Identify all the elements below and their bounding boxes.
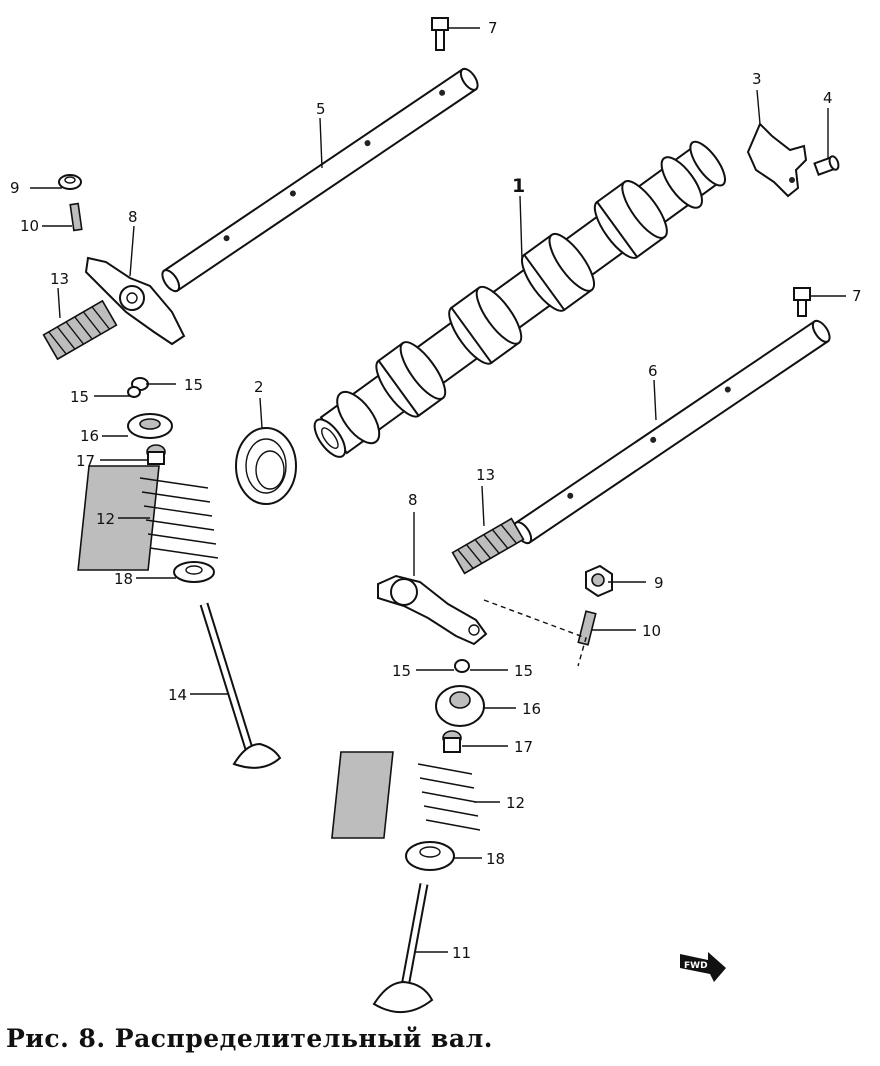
callout-11: 11 — [452, 944, 471, 962]
callout-16-right: 16 — [522, 700, 541, 718]
callout-5: 5 — [316, 100, 326, 118]
callout-7-top: 7 — [488, 19, 498, 37]
callout-9-lower: 9 — [654, 574, 664, 592]
callout-3: 3 — [752, 70, 762, 88]
callout-18-left: 18 — [114, 570, 133, 588]
figure-caption: Рис. 8. Распределительный вал. — [6, 1024, 493, 1053]
callout-8-lower: 8 — [408, 491, 418, 509]
callout-4: 4 — [823, 89, 833, 107]
camshaft — [313, 140, 726, 458]
rocker-shaft-upper — [161, 67, 479, 293]
valve-left — [199, 602, 282, 769]
rocker-arm-upper — [84, 256, 186, 346]
callout-10-lower: 10 — [642, 622, 661, 640]
valve-cotter-right — [454, 659, 470, 673]
fwd-label: FWD — [684, 961, 708, 971]
callout-2: 2 — [254, 378, 264, 396]
callout-16-left: 16 — [80, 427, 99, 445]
callout-15-b: 15 — [70, 388, 89, 406]
callout-15-d: 15 — [514, 662, 533, 680]
callout-15-c: 15 — [392, 662, 411, 680]
callout-13-upper: 13 — [50, 270, 69, 288]
leader-lines — [30, 27, 846, 953]
adjust-screw-lower — [577, 610, 597, 646]
valve-cotter-left — [127, 377, 149, 398]
callout-6: 6 — [648, 362, 658, 380]
callout-14: 14 — [168, 686, 187, 704]
rocker-spring-lower — [451, 517, 525, 575]
rocker-arm-lower — [377, 574, 488, 646]
callout-1: 1 — [512, 175, 525, 197]
callout-10-upper: 10 — [20, 217, 39, 235]
spring-seat-right — [405, 841, 455, 871]
spring-seat-left — [173, 561, 215, 583]
callout-9-upper: 9 — [10, 179, 20, 197]
shaft-bolt-top — [431, 17, 449, 51]
rocker-spring-upper — [42, 299, 118, 361]
assembly-dash-line — [483, 599, 587, 667]
oil-seal — [235, 427, 297, 505]
callout-18-right: 18 — [486, 850, 505, 868]
valve-seal-left — [146, 444, 166, 465]
callout-13-lower: 13 — [476, 466, 495, 484]
spring-retainer-left — [127, 413, 173, 439]
adjust-nut-upper — [58, 174, 82, 190]
callout-12-right: 12 — [506, 794, 525, 812]
rocker-shaft-lower — [513, 319, 831, 545]
shaft-bolt-right — [793, 287, 811, 317]
adjust-nut-lower — [585, 564, 613, 598]
valve-seal-right — [442, 730, 462, 753]
callouts: 1 2 3 4 5 6 7 7 8 8 9 9 10 10 11 12 12 1… — [10, 19, 862, 962]
callout-8-upper: 8 — [128, 208, 138, 226]
fwd-arrow-icon: FWD — [680, 952, 726, 982]
adjust-screw-upper — [69, 202, 83, 232]
callout-7-right: 7 — [852, 287, 862, 305]
thrust-plate-bolt — [813, 155, 840, 176]
callout-12-left: 12 — [96, 510, 115, 528]
spring-retainer-right — [435, 685, 485, 727]
callout-17-right: 17 — [514, 738, 533, 756]
callout-15-a: 15 — [184, 376, 203, 394]
valve-spring-right — [331, 751, 481, 839]
callout-17-left: 17 — [76, 452, 95, 470]
thrust-plate — [746, 122, 808, 198]
valve-right — [372, 883, 434, 1014]
